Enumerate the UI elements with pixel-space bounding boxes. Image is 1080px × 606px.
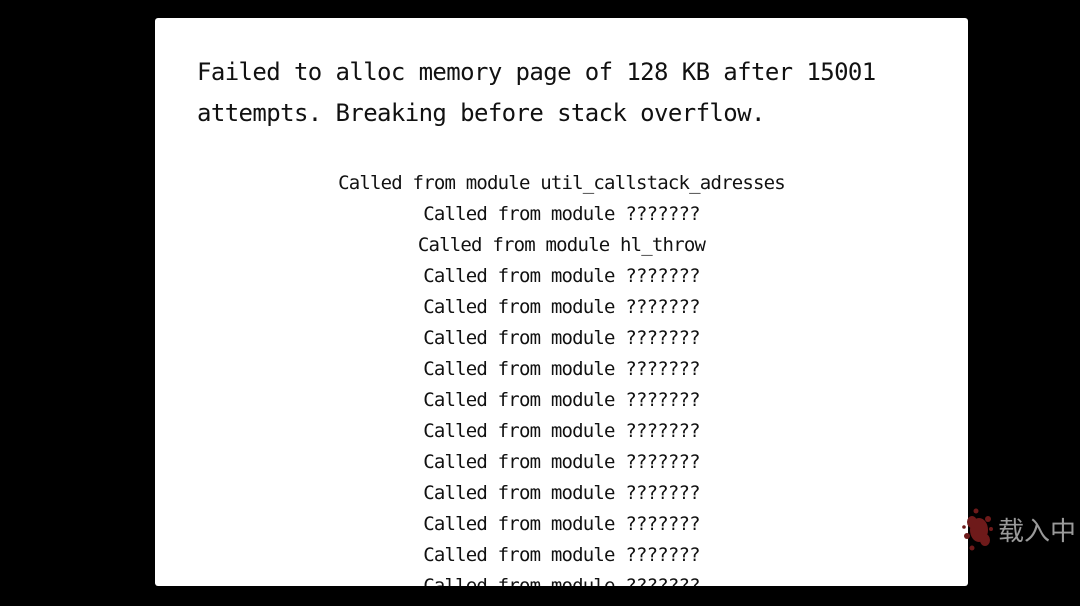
callstack-list: Called from module util_callstack_adress… [155,168,968,586]
callstack-line: Called from module hl_throw [417,234,706,256]
callstack-line: Called from module ??????? [423,327,700,349]
loading-indicator: 载入中 [958,500,1076,558]
callstack-line: Called from module ??????? [423,544,700,566]
callstack-line: Called from module ??????? [423,575,700,586]
loading-label: 载入中 [998,516,1077,547]
error-dialog: Failed to alloc memory page of 128 KB af… [155,18,968,586]
callstack-line: Called from module ??????? [423,482,700,504]
callstack-line: Called from module ??????? [423,389,700,411]
callstack-line: Called from module ??????? [423,513,700,535]
callstack-line: Called from module ??????? [423,265,700,287]
splatter-icon [962,508,993,551]
callstack-line: Called from module util_callstack_adress… [338,172,786,194]
callstack-line: Called from module ??????? [423,358,700,380]
error-message: Failed to alloc memory page of 128 KB af… [197,58,876,127]
callstack-line: Called from module ??????? [423,420,700,442]
callstack-line: Called from module ??????? [423,451,700,473]
callstack-line: Called from module ??????? [423,296,700,318]
callstack-line: Called from module ??????? [423,203,700,225]
